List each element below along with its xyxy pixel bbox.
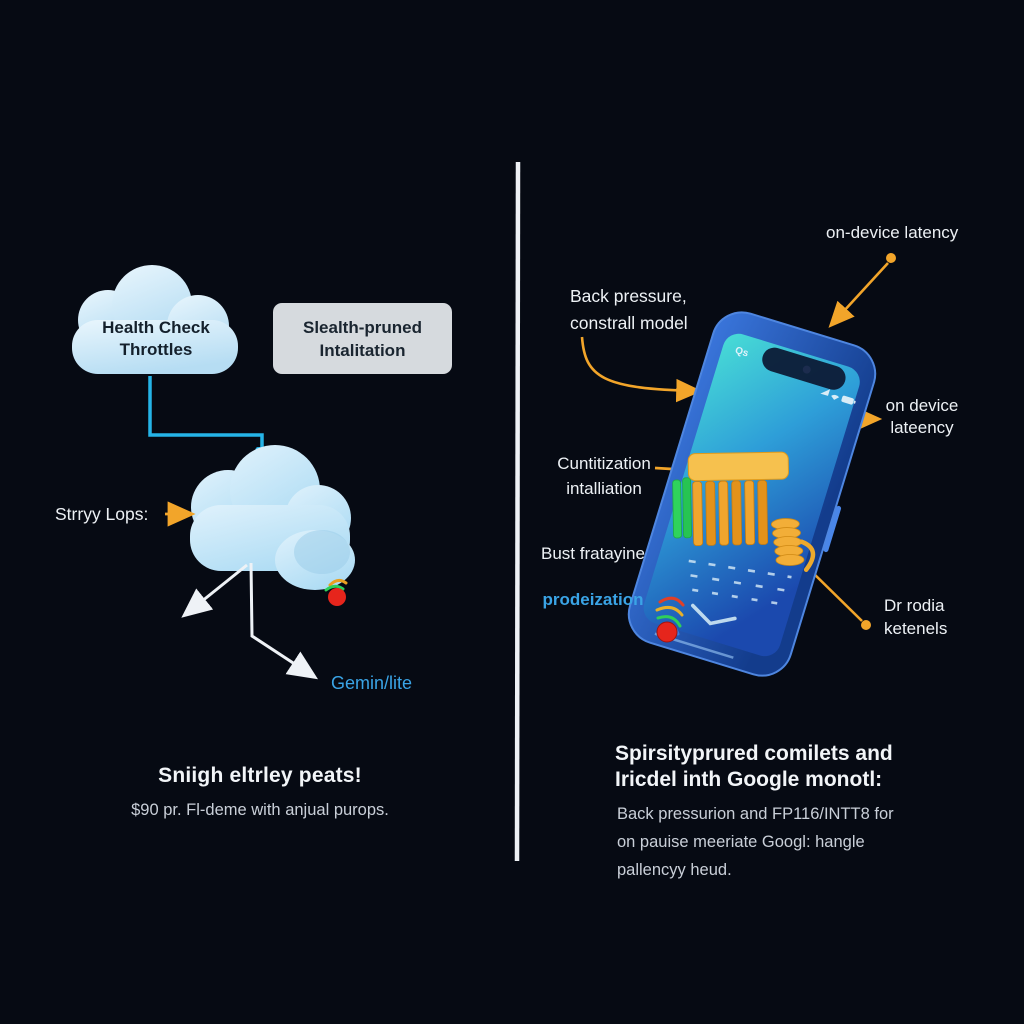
bust-fratayine-label: Bust fratayine prodeization	[535, 519, 651, 611]
red-dot-phone	[656, 621, 678, 643]
back-pressure-connector	[580, 336, 703, 403]
on-device-lateency-label: on device lateency	[885, 396, 959, 437]
panel-divider	[514, 161, 521, 862]
kernels-connector	[807, 567, 863, 622]
left-body-text: $90 pr. Fl-deme with anjual purops.	[131, 801, 389, 819]
notch-camera-icon	[802, 365, 811, 374]
cloud-connector-line	[148, 376, 269, 462]
bust-line1: Bust fratayine	[541, 544, 645, 563]
wifi-icon	[831, 394, 840, 400]
signal-icon	[820, 389, 831, 396]
left-heading: Sniigh eltrley peats!	[158, 764, 362, 787]
gemini-cloud	[190, 445, 355, 606]
callout-connectors	[580, 253, 896, 630]
stealth-pruned-box: Slealth-pruned Intalitation	[273, 303, 452, 374]
red-dot-cloud	[328, 588, 346, 606]
on-device-latency-label: on-device latency	[826, 223, 959, 242]
health-check-label: Health Check Throttles	[102, 318, 210, 359]
chevron-down-icon	[690, 603, 737, 626]
phone-status-time: Qs	[734, 345, 750, 360]
phone-status-icons	[820, 389, 856, 405]
right-heading: Spirsityprured comilets and Iricdel inth…	[615, 742, 893, 791]
model-accordion-graphic	[672, 451, 816, 572]
quantization-connector	[654, 466, 673, 471]
phone-connector-cluster	[655, 596, 685, 643]
quantization-label: Cuntitization intalliation	[557, 454, 651, 498]
gemini-lite-label: Gemin/lite	[331, 673, 413, 693]
latency-top-connector	[828, 262, 889, 328]
token-dashes	[688, 559, 794, 607]
retry-loops-label: Strryy Lops:	[55, 504, 149, 524]
right-body-text: Back pressurion and FP116/INTT8 for on p…	[617, 805, 894, 879]
bust-line2: prodeization	[542, 590, 644, 609]
smartphone: Qs	[627, 311, 877, 677]
kernels-label: Dr rodia ketenels	[884, 596, 948, 638]
cloud-output-arrows	[181, 562, 319, 680]
battery-icon	[841, 395, 854, 405]
health-check-cloud	[72, 265, 238, 374]
phone-side-button	[823, 505, 842, 553]
back-pressure-label: Back pressure, constrall model	[570, 286, 688, 333]
